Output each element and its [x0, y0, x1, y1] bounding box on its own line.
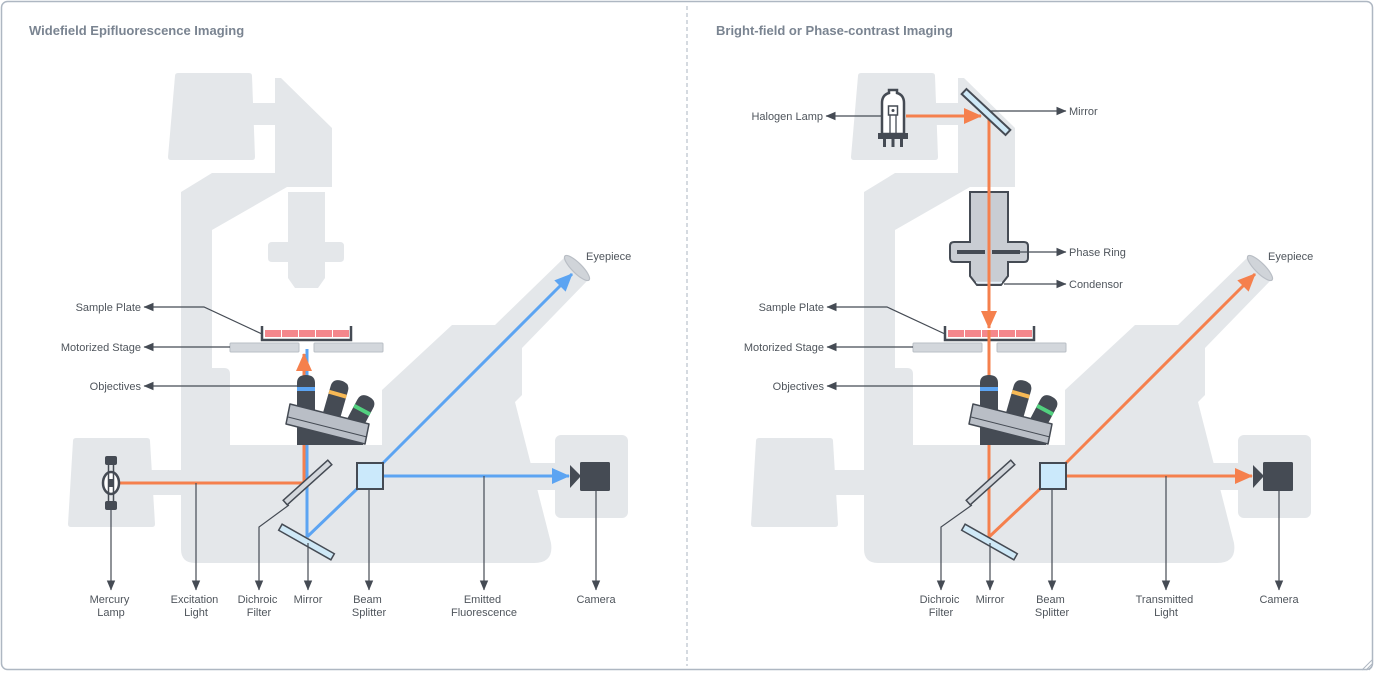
- resize-grip-icon[interactable]: [1361, 659, 1373, 671]
- objective-lens-2: [1004, 380, 1032, 422]
- microscope-frame: [864, 78, 1271, 563]
- phase-ring-right: [992, 250, 1020, 254]
- dichroic-filter-leader: [254, 504, 290, 591]
- beam-splitter: [356, 462, 384, 490]
- dichroic-filter-leader: [936, 504, 973, 591]
- phase-ring-left: [957, 250, 985, 254]
- excitation-light-label: Excitation Light: [171, 594, 222, 619]
- sample-well: [299, 330, 315, 337]
- mirror-label: Mirror: [976, 594, 1005, 606]
- lamp-housing-top: [168, 73, 255, 160]
- transmitted-path-to-eyepiece: [1064, 272, 1257, 465]
- emission-path-to-splitter: [305, 486, 360, 539]
- dichroic-filter-label: Dichroic Filter: [920, 594, 963, 619]
- sample-plate-leader: [143, 302, 263, 335]
- microscope-frame: [181, 78, 588, 563]
- emission-path-to-eyepiece: [381, 272, 574, 465]
- emitted-fluorescence-label: Emitted Fluorescence: [451, 594, 517, 619]
- halogen-lamp-label: Halogen Lamp: [751, 111, 823, 123]
- housing-connector: [933, 103, 960, 125]
- housing-connector: [250, 103, 277, 125]
- sample-plate: [260, 326, 353, 342]
- sample-well: [1016, 330, 1032, 337]
- motorized-stage-left: [229, 342, 300, 353]
- sample-plate-label: Sample Plate: [759, 302, 824, 314]
- sample-well: [948, 330, 964, 337]
- panel-widefield-epifluorescence: Widefield Epifluorescence Imaging: [29, 23, 631, 619]
- mirror: [277, 523, 336, 561]
- eyepiece-label: Eyepiece: [1268, 251, 1313, 263]
- sample-well: [316, 330, 332, 337]
- turret-base-edge: [287, 416, 368, 438]
- dichroic-filter: [965, 459, 1016, 506]
- panel-title: Bright-field or Phase-contrast Imaging: [716, 23, 953, 38]
- objective-band-1: [980, 387, 998, 391]
- transmitted-path-to-splitter: [987, 486, 1043, 539]
- objective-band-3: [353, 404, 371, 416]
- panel-brightfield-phase-contrast: Bright-field or Phase-contrast Imaging: [716, 23, 1313, 619]
- mirror-label: Mirror: [294, 594, 323, 606]
- objective-band-2: [328, 389, 347, 399]
- dichroic-filter: [282, 459, 333, 506]
- mirror: [960, 523, 1019, 561]
- beam-splitter-label: Beam Splitter: [1035, 594, 1070, 619]
- panel-title: Widefield Epifluorescence Imaging: [29, 23, 244, 38]
- condenser-ghost: [268, 192, 344, 288]
- turret-base: [285, 403, 370, 445]
- transmitted-light-label: Transmitted Light: [1136, 594, 1197, 619]
- objective-band-3: [1036, 404, 1054, 416]
- objectives-label: Objectives: [90, 381, 142, 393]
- lamp-housing-bottom: [751, 438, 838, 527]
- objective-band-2: [1011, 389, 1030, 399]
- objectives-label: Objectives: [773, 381, 825, 393]
- condensor-label: Condensor: [1069, 279, 1123, 291]
- plate-tray: [260, 326, 353, 342]
- sample-well: [965, 330, 981, 337]
- motorized-stage-left: [912, 342, 983, 353]
- eyepiece-label: Eyepiece: [586, 251, 631, 263]
- objective-band-1: [297, 387, 315, 391]
- phase-ring-label: Phase Ring: [1069, 247, 1126, 259]
- sample-well: [333, 330, 349, 337]
- dichroic-filter-label: Dichroic Filter: [238, 594, 281, 619]
- camera-label: Camera: [576, 594, 616, 606]
- mercury-lamp-label: Mercury Lamp: [90, 594, 133, 619]
- eyepiece-lens: [563, 254, 591, 282]
- turret-base: [968, 403, 1053, 445]
- top-mirror: [960, 87, 1012, 137]
- objective-lens-2: [321, 380, 349, 422]
- objectives-turret: [285, 375, 375, 445]
- mercury-lamp-icon: [101, 456, 121, 510]
- sample-well: [999, 330, 1015, 337]
- motorized-stage-right: [313, 342, 384, 353]
- motorized-stage-label: Motorized Stage: [744, 342, 824, 354]
- sample-plate-label: Sample Plate: [76, 302, 141, 314]
- camera-label: Camera: [1259, 594, 1299, 606]
- beam-splitter: [1039, 462, 1067, 490]
- top-mirror-label: Mirror: [1069, 106, 1098, 118]
- camera-icon: [570, 462, 610, 491]
- motorized-stage-right: [996, 342, 1067, 353]
- sample-well: [265, 330, 281, 337]
- beam-splitter-label: Beam Splitter: [352, 594, 387, 619]
- turret-base-edge: [970, 416, 1051, 438]
- camera-icon: [1253, 462, 1293, 491]
- objectives-turret: [968, 375, 1058, 445]
- eyepiece-lens: [1246, 254, 1274, 282]
- sample-plate-leader: [826, 302, 946, 335]
- halogen-lamp-icon: [878, 88, 908, 147]
- sample-well: [282, 330, 298, 337]
- lamp-connector: [833, 470, 866, 495]
- motorized-stage-label: Motorized Stage: [61, 342, 141, 354]
